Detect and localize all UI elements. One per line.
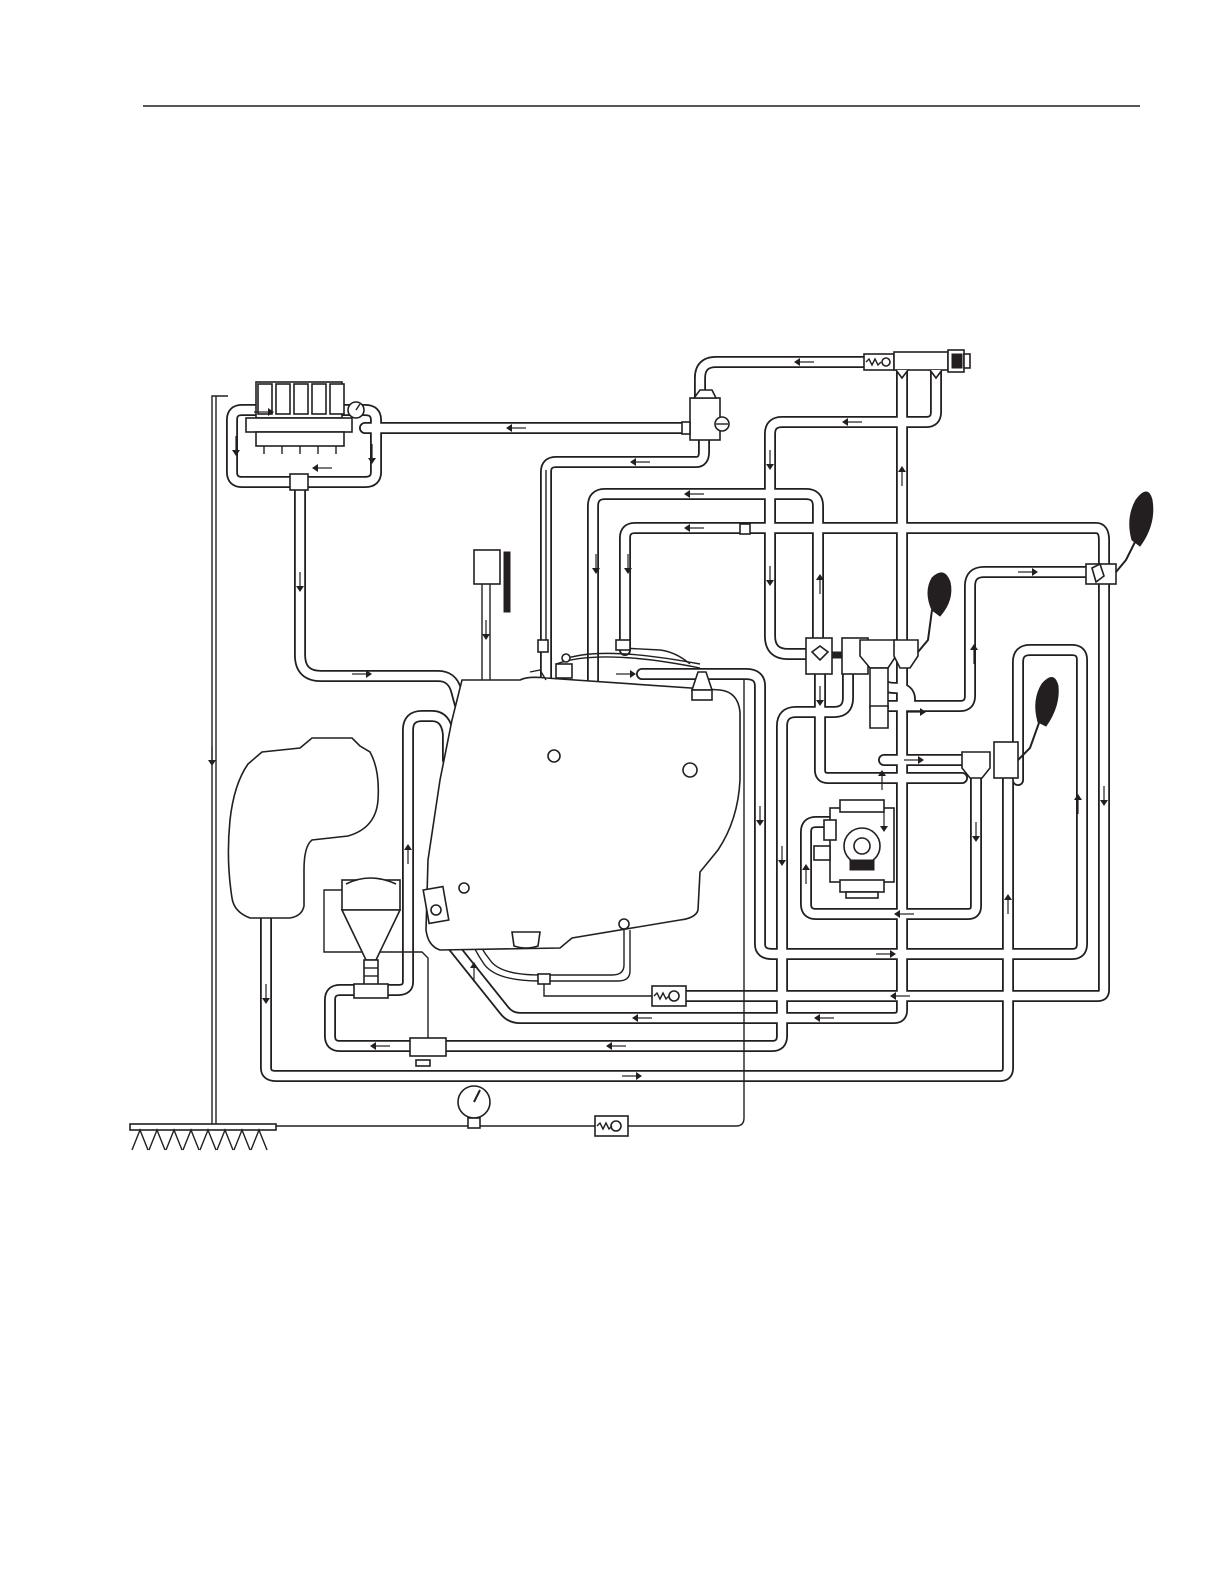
boom-section-valves xyxy=(246,382,364,490)
flow-arrow-head xyxy=(312,464,318,472)
check-valve-gauge xyxy=(595,1116,628,1136)
agitation-valve xyxy=(1086,564,1116,584)
chemical-inductor xyxy=(342,878,400,998)
tank-sump xyxy=(512,932,540,948)
boom-nozzle-spray xyxy=(183,1130,199,1150)
pressure-gauge-low xyxy=(458,1086,490,1128)
tee-fitting-cap xyxy=(416,1060,430,1066)
diaphragm-pump xyxy=(814,800,894,898)
check-valve-agitation xyxy=(652,986,686,1006)
boom-nozzle-spray xyxy=(149,1130,165,1150)
boom-nozzle-spray xyxy=(166,1130,182,1150)
pressure-regulator xyxy=(682,390,729,440)
top-check-valve xyxy=(864,354,894,370)
line-strainer xyxy=(894,350,970,378)
spray-boom xyxy=(130,1124,276,1150)
main-tank xyxy=(426,677,740,950)
boom-nozzle-spray xyxy=(251,1130,267,1150)
agitator-nozzle xyxy=(683,763,697,777)
manifold-fitting xyxy=(290,474,308,490)
boom-nozzle-spray xyxy=(200,1130,216,1150)
flow-arrow-head xyxy=(630,670,636,678)
boom-nozzle-spray xyxy=(132,1130,148,1150)
tee-fitting xyxy=(410,1038,446,1056)
pressure-selector-valve xyxy=(962,742,1018,778)
agitator-nozzle xyxy=(548,750,560,762)
boom-nozzle-spray xyxy=(234,1130,250,1150)
sight-gauge xyxy=(474,550,510,612)
boom-nozzle-spray xyxy=(217,1130,233,1150)
flow-arrow-head xyxy=(482,634,490,640)
flow-arrow-head xyxy=(208,760,216,766)
